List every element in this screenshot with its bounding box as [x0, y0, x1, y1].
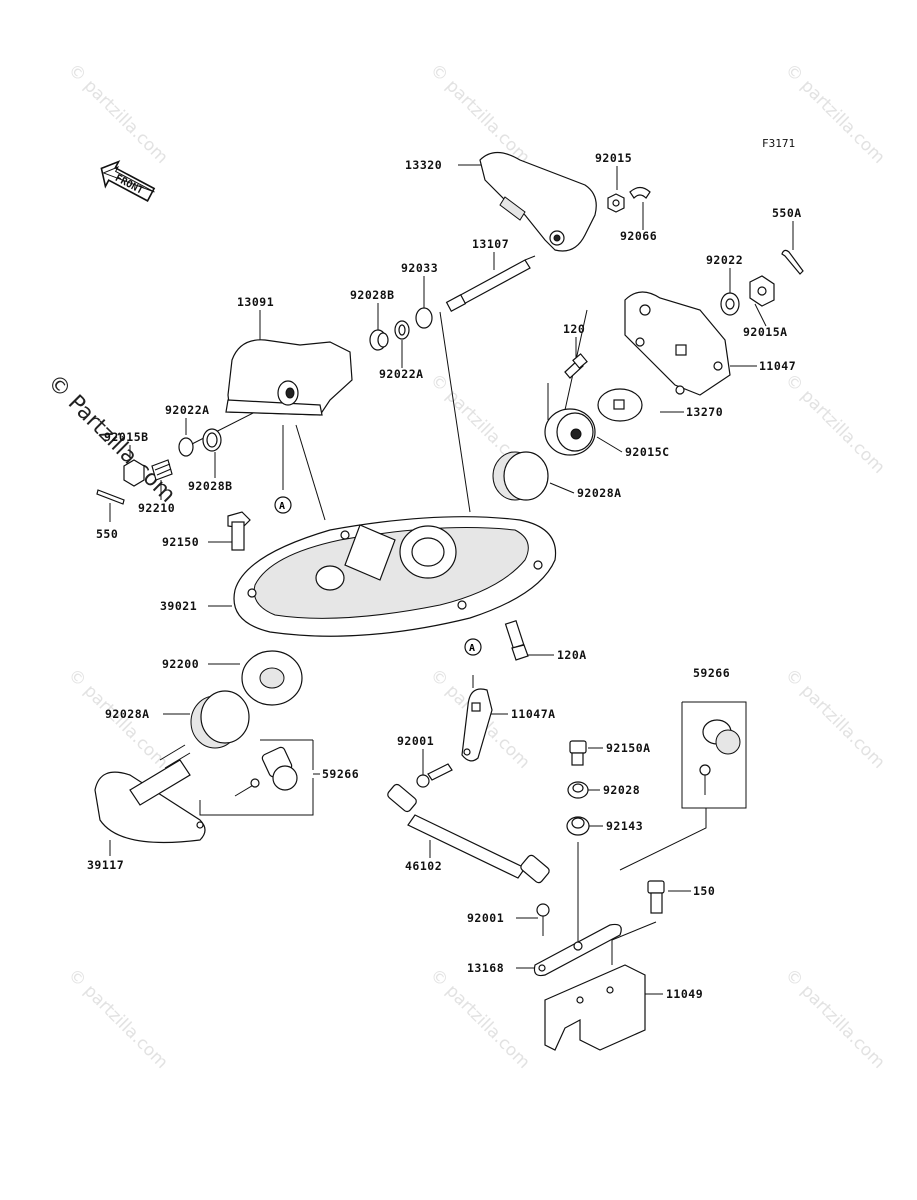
- part-label: 550: [96, 527, 118, 541]
- part-label: 92022A: [379, 367, 424, 381]
- part-label: 92150A: [606, 741, 651, 755]
- nut-92015B: [123, 459, 145, 487]
- svg-text:A: A: [279, 501, 285, 512]
- ball-stud-92001-top: [416, 763, 453, 788]
- front-arrow-icon: FRONT: [100, 160, 156, 202]
- plate-13270: [597, 388, 643, 422]
- part-label: 92022: [706, 253, 743, 267]
- bushing-92028B: [369, 329, 389, 351]
- washer-92022A-left: [178, 437, 194, 457]
- bolt-120: [564, 353, 588, 379]
- part-label: 92143: [606, 819, 643, 833]
- figure-id: F3171: [762, 137, 796, 150]
- part-label: 120: [563, 322, 585, 336]
- part-label: 92028: [603, 783, 640, 797]
- part-label: 150: [693, 884, 715, 898]
- ball-joint-59266-left: [234, 746, 298, 797]
- part-label: 92028A: [105, 707, 150, 721]
- part-label: 92028B: [188, 479, 233, 493]
- plate-11047A: [461, 688, 493, 762]
- nut-92015: [607, 193, 625, 213]
- part-labels: 13320 92015 92066 13107 92033 550A 92022…: [87, 151, 802, 1001]
- bolt-92150A: [569, 740, 587, 766]
- rod-46102: [387, 783, 550, 884]
- part-label: 92210: [138, 501, 175, 515]
- callout-a-bottom: A: [464, 638, 482, 656]
- bolt-150: [647, 880, 665, 914]
- svg-text:A: A: [469, 643, 475, 654]
- bolt-92150: [227, 511, 251, 551]
- bushing-92028B-left: [202, 428, 222, 452]
- part-label: 120A: [557, 648, 587, 662]
- part-label: 92015A: [743, 325, 788, 339]
- part-label: 92022A: [165, 403, 210, 417]
- part-label: 11047A: [511, 707, 556, 721]
- bolt-120A: [504, 619, 529, 661]
- part-label: 92028A: [577, 486, 622, 500]
- spring-92210: [151, 459, 173, 481]
- bracket-11049: [544, 964, 646, 1051]
- washer-92200: [241, 650, 303, 706]
- part-label: 46102: [405, 859, 442, 873]
- housing-13091: [225, 339, 353, 416]
- clip-92066: [629, 186, 651, 199]
- part-label: 39117: [87, 858, 124, 872]
- part-label: 59266: [322, 767, 359, 781]
- plate-13168: [533, 923, 622, 977]
- shaft-13107: [445, 255, 536, 312]
- bushing-92028: [567, 781, 589, 799]
- cotter-pin-550A: [781, 249, 804, 275]
- part-label: 13320: [405, 158, 442, 172]
- washer-92022: [720, 292, 740, 316]
- part-label: 11049: [666, 987, 703, 1001]
- cotter-pin-550: [96, 489, 125, 505]
- part-label: 92015B: [104, 430, 149, 444]
- part-label: 92033: [401, 261, 438, 275]
- callout-a-top: A: [274, 496, 292, 514]
- part-label: 13107: [472, 237, 509, 251]
- washer-92022A: [394, 320, 410, 340]
- part-label: 92066: [620, 229, 657, 243]
- ball-joint-59266-right: [681, 701, 747, 809]
- part-label: 59266: [693, 666, 730, 680]
- part-label: 92001: [467, 911, 504, 925]
- base-plate-39021: [233, 516, 557, 637]
- part-label: 550A: [772, 206, 802, 220]
- throttle-lever-13320: [479, 151, 597, 252]
- leader-lines: [109, 164, 794, 995]
- bushing-92143: [566, 816, 590, 836]
- nut-92015C: [544, 408, 596, 456]
- part-label: 92028B: [350, 288, 395, 302]
- bushing-92028A-left: [190, 690, 250, 749]
- part-label: 92150: [162, 535, 199, 549]
- bracket-plate-11047: [624, 291, 731, 396]
- bushing-92028A-right: [492, 451, 549, 501]
- part-label: 13091: [237, 295, 274, 309]
- lever-arm-39117: [94, 744, 206, 844]
- part-label: 39021: [160, 599, 197, 613]
- part-label: 13270: [686, 405, 723, 419]
- ball-stud-92001-bottom: [536, 903, 550, 936]
- part-label: 92015C: [625, 445, 670, 459]
- part-label: 92015: [595, 151, 632, 165]
- part-label: 11047: [759, 359, 796, 373]
- circlip-92033: [415, 307, 433, 329]
- part-label: 13168: [467, 961, 504, 975]
- part-label: 92200: [162, 657, 199, 671]
- part-label: 92001: [397, 734, 434, 748]
- castle-nut-92015A: [749, 275, 775, 307]
